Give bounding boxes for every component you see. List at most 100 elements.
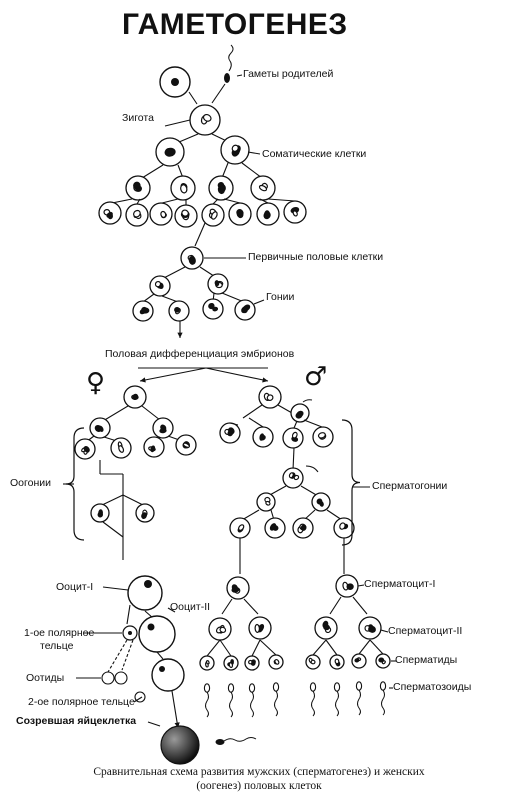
chromosome-mark	[141, 512, 147, 519]
spermatozoon	[227, 683, 235, 693]
leader-line	[133, 696, 143, 703]
chromosome-mark	[264, 210, 270, 218]
chromosome-mark	[118, 445, 125, 453]
spermatozoon	[203, 683, 211, 693]
sperm-tail	[223, 737, 257, 742]
oocyte-nucleus	[144, 580, 152, 588]
connector-line	[251, 639, 261, 657]
chromosome-mark	[132, 393, 139, 400]
spermatozoon	[248, 683, 256, 693]
connector-line	[211, 83, 226, 104]
chromosome-mark	[228, 662, 234, 669]
polar-body-nucleus	[128, 631, 132, 635]
chromosome-mark	[181, 209, 189, 217]
chromosome-mark	[133, 209, 141, 218]
connector-line	[369, 639, 384, 655]
leader-line	[147, 721, 161, 727]
chromosome-mark	[214, 280, 220, 287]
chromosome-mark	[231, 586, 240, 593]
oocyte-nucleus	[147, 623, 155, 631]
chromosome-mark	[133, 181, 141, 190]
connector-line	[141, 405, 161, 421]
chromosome-mark	[368, 625, 376, 633]
connector-line	[229, 422, 239, 426]
arrow-head	[177, 332, 183, 338]
connector-line	[223, 198, 241, 204]
brace-spermatogonia	[341, 419, 361, 546]
connector-line	[136, 198, 141, 205]
spermatozoon	[379, 681, 387, 691]
leader-line	[253, 299, 265, 305]
chromosome-mark	[219, 626, 227, 633]
label-spermatocyte-1: Сперматоцит-I	[364, 578, 436, 590]
caption-line-2: (оогенез) половых клеток	[196, 780, 322, 793]
chromosome-mark	[180, 184, 188, 194]
label-spermatids: Сперматиды	[395, 654, 458, 666]
spermatozoon	[333, 682, 341, 692]
chromosome-mark	[292, 210, 298, 217]
label-sex-differentiation: Половая дифференциация эмбрионов	[105, 348, 295, 360]
chromosome-mark	[241, 306, 249, 314]
page-title: ГАМЕТОГЕНЕЗ	[122, 8, 348, 41]
connector-line	[358, 639, 371, 655]
connector-line	[161, 295, 179, 303]
connector-line	[293, 420, 298, 429]
chromosome-mark	[236, 208, 244, 217]
mature-egg	[160, 725, 200, 765]
label-ootids: Оотиды	[26, 672, 65, 684]
spermatozoon	[355, 681, 363, 691]
chromosome-mark	[205, 660, 210, 665]
chromosome-mark	[210, 211, 218, 220]
chromosome-mark	[106, 211, 113, 218]
label-gonia: Гонии	[266, 291, 295, 303]
female-symbol: ♀	[86, 368, 106, 398]
sperm-tail	[250, 691, 254, 718]
connector-line	[102, 521, 124, 538]
chromosome-mark	[97, 512, 103, 518]
connector-line	[111, 198, 133, 204]
chromosome-mark	[266, 394, 274, 401]
chromosome-mark	[291, 431, 298, 439]
connector-line	[126, 604, 131, 625]
chromosome-mark	[154, 280, 162, 288]
leader-line	[167, 607, 176, 613]
label-polar-body-1-line1: 1-ое полярное	[24, 627, 95, 639]
connector-line	[241, 162, 263, 179]
connector-line	[107, 639, 128, 673]
chromosome-mark	[160, 210, 167, 218]
chromosome-mark	[254, 623, 260, 633]
oocyte-1	[127, 575, 163, 611]
label-primary-germ-cells: Первичные половые клетки	[248, 251, 384, 263]
connector-line	[329, 596, 342, 615]
label-somatic-cells: Соматические клетки	[262, 148, 367, 160]
chromosome-mark	[83, 446, 90, 453]
chromosome-mark	[300, 524, 307, 531]
connector-line	[259, 198, 269, 204]
chromosome-mark	[346, 583, 354, 590]
connector-line	[292, 447, 295, 471]
label-polar-body-2: 2-ое полярное тельце	[28, 696, 135, 708]
arrow-female	[139, 367, 207, 382]
ootid	[151, 658, 185, 692]
sperm-head	[215, 739, 225, 745]
connector-line	[326, 509, 343, 521]
connector-line	[161, 198, 179, 204]
small-arrow	[305, 465, 319, 473]
leader-line	[236, 74, 243, 77]
leader-line	[247, 151, 261, 155]
connector-line	[241, 509, 260, 521]
chromosome-mark	[269, 523, 277, 531]
connector-line	[212, 198, 219, 205]
chromosome-mark	[212, 306, 219, 312]
oocyte-2	[138, 615, 176, 653]
chromosome-mark	[248, 659, 253, 665]
label-spermatocyte-2: Сперматоцит-II	[388, 625, 463, 637]
chromosome-mark	[227, 429, 234, 437]
chromosome-mark	[219, 184, 226, 193]
connector-line	[156, 651, 164, 660]
sperm-tail	[357, 689, 361, 716]
arrow-head	[262, 377, 268, 383]
connector-line	[312, 639, 327, 656]
connector-line	[221, 598, 233, 615]
